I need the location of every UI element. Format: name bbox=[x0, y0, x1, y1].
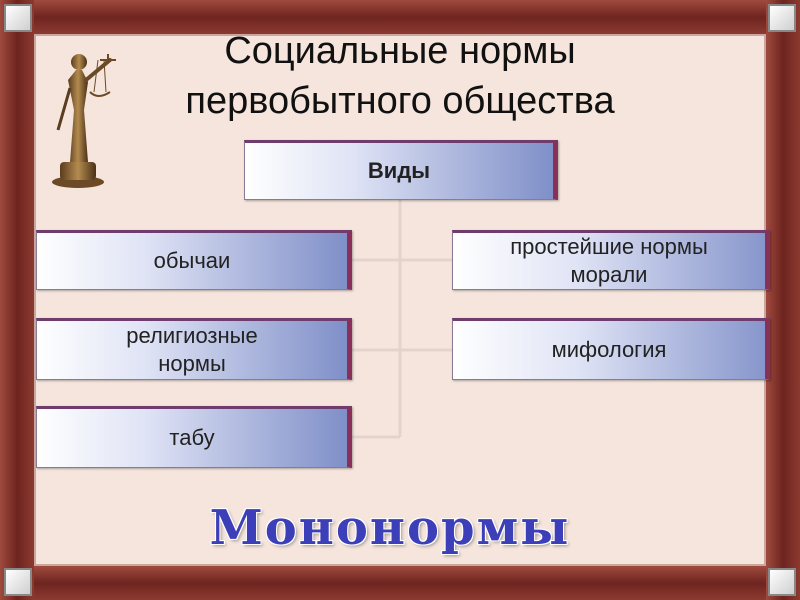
frame-left bbox=[0, 0, 34, 600]
diagram-node-moral-norms: простейшие нормы морали bbox=[452, 230, 770, 290]
frame-corner bbox=[4, 568, 32, 596]
frame-corner bbox=[768, 568, 796, 596]
node-label: мифология bbox=[551, 337, 667, 362]
diagram-node-customs: обычаи bbox=[36, 230, 352, 290]
diagram-node-religious-norms: религиозные нормы bbox=[36, 318, 352, 380]
themis-statue-icon bbox=[52, 54, 116, 188]
diagram-node-mythology: мифология bbox=[452, 318, 770, 380]
frame-right bbox=[766, 0, 800, 600]
root-label: Виды bbox=[367, 158, 431, 183]
mononorms-caption: Мононормы bbox=[209, 500, 571, 556]
node-label: религиозные нормы bbox=[126, 323, 258, 376]
title-line-1: Социальные нормы bbox=[224, 30, 576, 72]
frame-bottom bbox=[0, 566, 800, 600]
node-label: табу bbox=[169, 425, 215, 450]
diagram-node-taboo: табу bbox=[36, 406, 352, 468]
frame-top bbox=[0, 0, 800, 34]
node-label: простейшие нормы морали bbox=[510, 234, 708, 287]
slide-title: Социальные нормы первобытного общества bbox=[120, 26, 680, 126]
frame-corner bbox=[4, 4, 32, 32]
frame-corner bbox=[768, 4, 796, 32]
diagram-root-box: Виды bbox=[244, 140, 558, 200]
title-line-2: первобытного общества bbox=[185, 80, 615, 122]
node-label: обычаи bbox=[153, 248, 231, 273]
